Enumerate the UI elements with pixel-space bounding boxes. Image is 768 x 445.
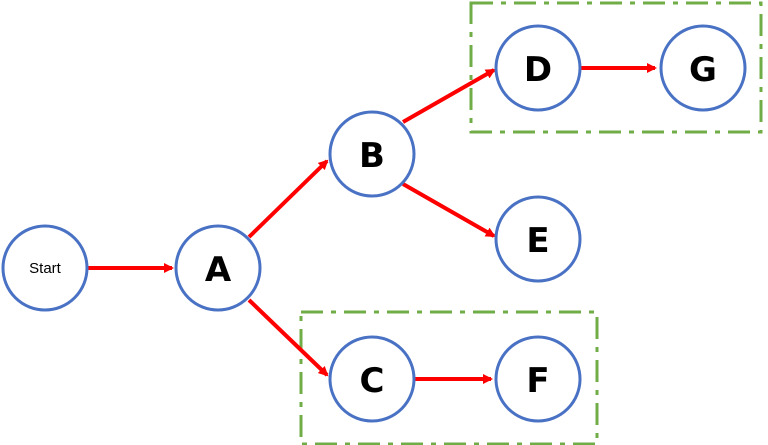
edges [88,63,657,384]
node-e: E [494,195,582,283]
node-start-label: Start [29,260,62,277]
node-e-label: E [526,221,549,261]
node-d-label: D [524,50,552,90]
node-d: D [494,24,582,112]
node-f-label: F [526,361,549,401]
node-g-label: G [689,50,717,90]
node-start: Start [1,224,89,312]
node-b-label: B [359,136,385,176]
node-b: B [328,110,416,198]
edge-a-b [247,159,329,239]
edge-a-c [247,298,329,377]
group-box-d-g [469,1,763,134]
group-box-c-f [299,310,599,445]
edge-b-d [402,68,496,124]
node-f: F [494,335,582,423]
node-a: A [174,224,262,312]
edge-b-e [402,182,496,238]
node-c: C [328,335,416,423]
node-c-label: C [360,361,385,401]
node-g: G [659,24,747,112]
node-a-label: A [205,250,232,290]
